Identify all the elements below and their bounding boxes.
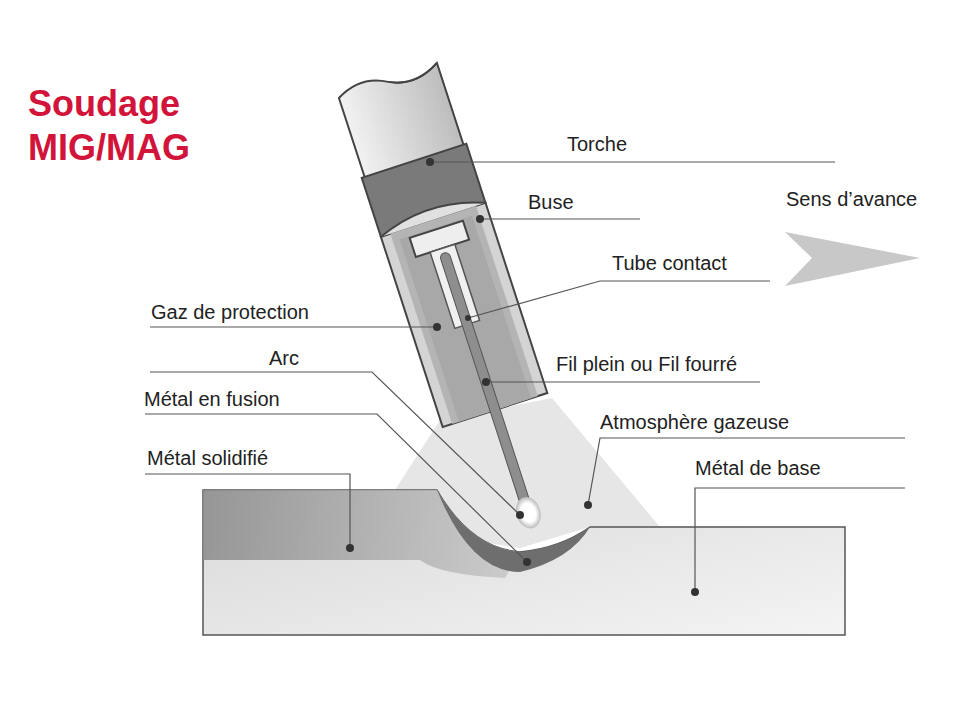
part-label: Arc (269, 346, 299, 370)
torch (334, 58, 586, 545)
part-label: Atmosphère gazeuse (600, 410, 789, 434)
part-label: Métal solidifié (147, 446, 268, 470)
part-label: Métal en fusion (144, 387, 280, 411)
leader-dots (346, 158, 699, 596)
part-label: Fil plein ou Fil fourré (556, 352, 737, 376)
leader-lines (145, 162, 905, 592)
weld-pool (437, 490, 590, 572)
direction-arrow (785, 232, 920, 286)
part-label: Gaz de protection (151, 300, 309, 324)
title: Soudage MIG/MAG (28, 82, 258, 170)
part-label: Torche (567, 132, 627, 156)
part-label: Métal de base (695, 456, 821, 480)
base-metal (203, 490, 845, 635)
part-label: Buse (528, 190, 574, 214)
part-label: Sens d’avance (786, 187, 917, 211)
part-label: Tube contact (612, 251, 727, 275)
